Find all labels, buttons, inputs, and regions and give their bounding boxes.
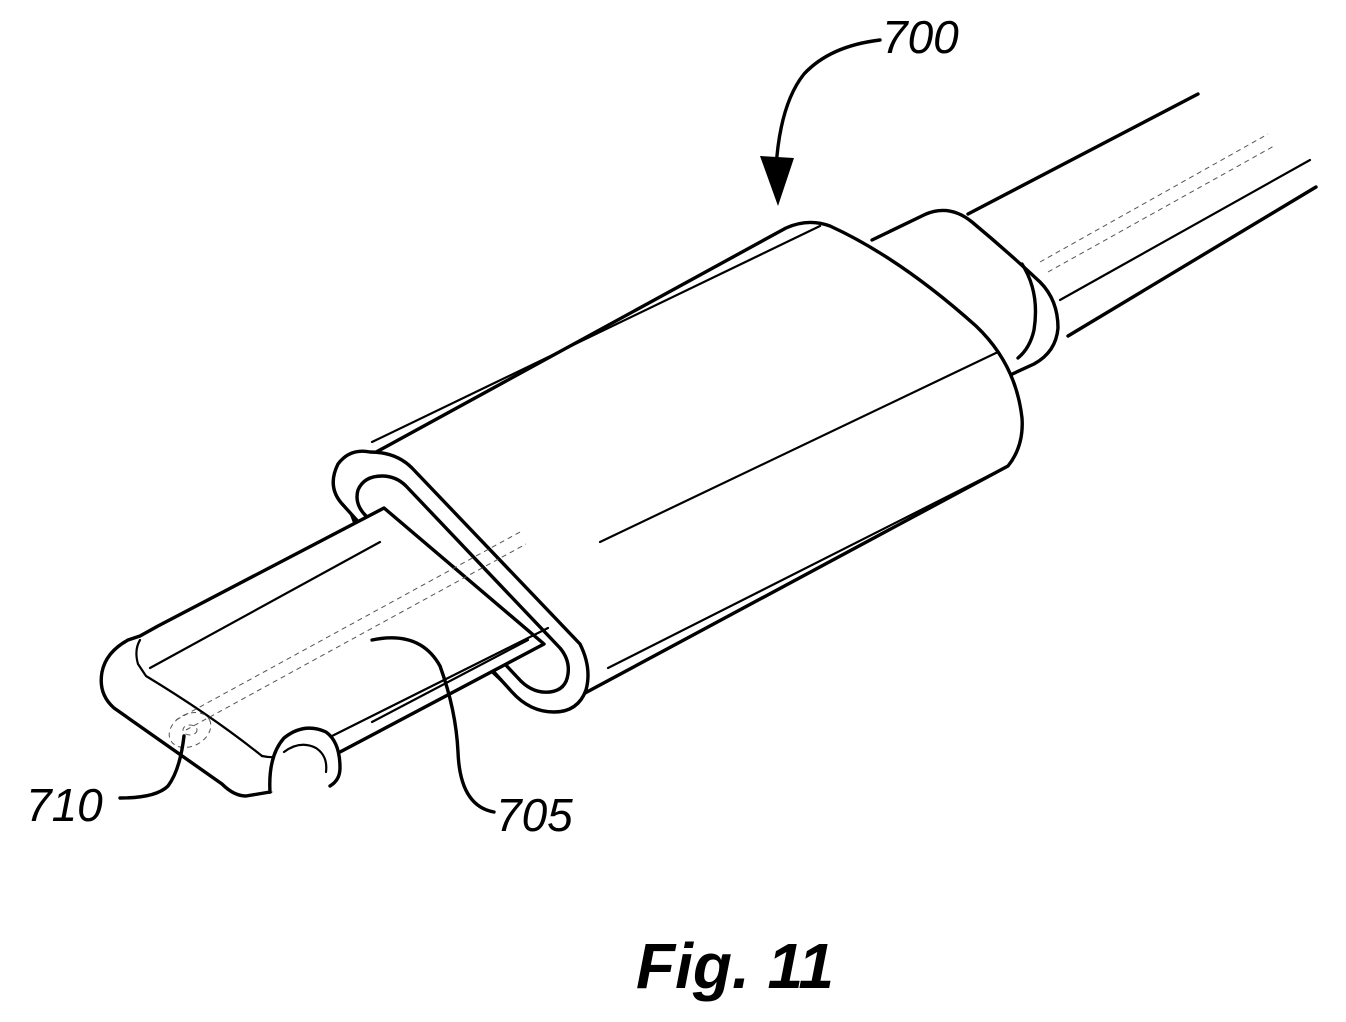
reference-label-705: 705 (496, 789, 573, 841)
figure-caption: Fig. 11 (636, 930, 834, 1002)
cable (966, 92, 1318, 338)
leader-705 (370, 636, 496, 814)
plug-tongue (99, 506, 550, 798)
reference-label-710: 710 (26, 779, 103, 831)
leader-700 (760, 38, 882, 206)
leader-710 (118, 734, 186, 800)
reference-label-700: 700 (882, 11, 959, 63)
strain-relief (870, 208, 1060, 378)
